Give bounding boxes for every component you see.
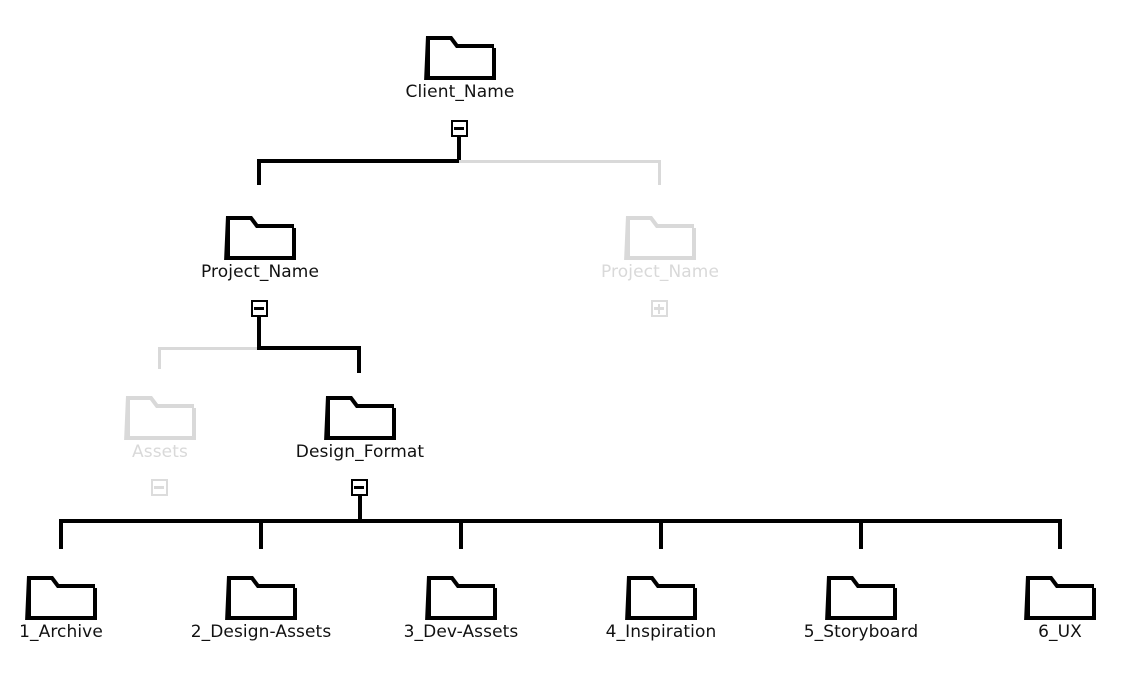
folder-icon (425, 576, 497, 620)
folder-icon (424, 36, 496, 80)
node-project-name-active[interactable]: Project_Name (160, 204, 360, 281)
folder-icon (625, 576, 697, 620)
expander-project-name-collapsed[interactable] (650, 300, 668, 317)
node-assets[interactable]: Assets (60, 384, 260, 461)
edge-level1-bar-right (459, 160, 661, 163)
folder-icon (1024, 576, 1096, 620)
node-leaf-3[interactable]: 3_Dev-Assets (361, 564, 561, 641)
edge-drop-design-format (357, 346, 361, 373)
folder-icon (225, 576, 297, 620)
node-design-format[interactable]: Design_Format (260, 384, 460, 461)
node-label: Assets (132, 442, 188, 462)
edge-drop-project-collapsed (658, 160, 661, 185)
folder-icon (25, 576, 97, 620)
edge-drop-leaf-1 (59, 519, 63, 549)
edge-drop-leaf-3 (459, 519, 463, 549)
edge-level2-bar-left (158, 347, 259, 350)
edge-drop-leaf-5 (859, 519, 863, 549)
folder-icon (124, 396, 196, 440)
node-label: 2_Design-Assets (190, 622, 332, 642)
node-leaf-4[interactable]: 4_Inspiration (561, 564, 761, 641)
node-leaf-2[interactable]: 2_Design-Assets (161, 564, 361, 641)
folder-icon (324, 396, 396, 440)
edge-level2-bar-right (257, 346, 361, 350)
edge-drop-assets (158, 347, 161, 369)
node-label: 3_Dev-Assets (403, 622, 519, 642)
node-label: 1_Archive (19, 622, 103, 642)
edge-drop-leaf-6 (1058, 519, 1062, 549)
edge-drop-leaf-4 (659, 519, 663, 549)
edge-drop-project-active (257, 159, 261, 185)
node-label: 6_UX (1038, 622, 1082, 642)
edge-leaf-bar (59, 519, 1062, 523)
expander-design-format[interactable] (350, 479, 368, 496)
edge-level1-bar-left (257, 159, 461, 163)
node-project-name-collapsed[interactable]: Project_Name (560, 204, 760, 281)
node-leaf-1[interactable]: 1_Archive (0, 564, 161, 641)
node-label: 5_Storyboard (803, 622, 919, 642)
edge-root-stem (457, 137, 461, 163)
folder-icon (825, 576, 897, 620)
expander-project-name-active[interactable] (250, 300, 268, 317)
node-client-name[interactable]: Client_Name (360, 24, 560, 101)
node-label: Project_Name (200, 262, 320, 282)
node-label: Project_Name (600, 262, 720, 282)
node-leaf-6[interactable]: 6_UX (960, 564, 1121, 641)
node-leaf-5[interactable]: 5_Storyboard (761, 564, 961, 641)
folder-icon (224, 216, 296, 260)
edge-drop-leaf-2 (259, 519, 263, 549)
edge-design-format-stem (358, 496, 362, 523)
edge-project-stem (257, 316, 261, 348)
node-label: Client_Name (405, 82, 515, 102)
expander-client-name[interactable] (450, 120, 468, 137)
node-label: Design_Format (295, 442, 425, 462)
node-label: 4_Inspiration (605, 622, 717, 642)
expander-assets[interactable] (150, 479, 168, 496)
folder-icon (624, 216, 696, 260)
